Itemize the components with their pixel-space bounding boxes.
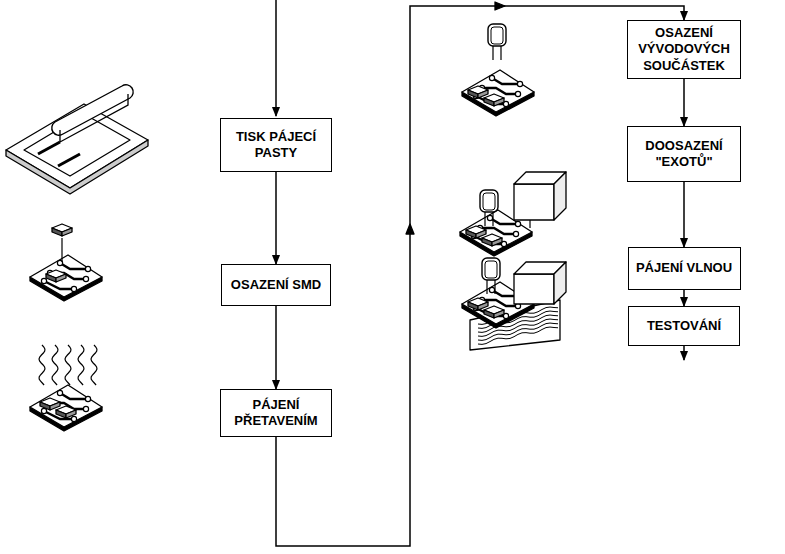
process-box: TISK PÁJECÍ PASTY [220,118,332,172]
smd-chip [40,398,60,410]
flow-arrow [683,290,685,306]
step-label: TISK PÁJECÍ PASTY [227,129,325,162]
smd-chip [482,234,502,246]
pcb-board [30,255,102,301]
process-box: PÁJENÍ PŘETAVENÍM [220,389,332,437]
smd-chip [468,86,488,98]
smd-chip [484,94,504,106]
flow-arrow [683,79,685,126]
step-label: TESTOVÁNÍ [647,318,721,334]
relay-component [514,262,566,304]
smd-chip [52,224,72,236]
process-box: TESTOVÁNÍ [628,306,740,346]
leaded-capacitor [480,190,498,226]
step-label: OSAZENÍ SMD [231,277,321,293]
smd-chip [466,226,486,238]
pcb-board [30,385,102,431]
stencil-printer [6,85,148,194]
flow-arrow [276,6,684,546]
flow-arrow [275,306,277,389]
heat-rays [39,345,97,385]
smd-chip [46,270,66,282]
smd-chip [484,306,504,318]
flow-arrow [275,172,277,264]
leaded-capacitor [488,24,506,60]
step-label: PÁJENÍ VLNOU [636,260,732,276]
step-label: PÁJENÍ PŘETAVENÍM [227,397,325,430]
process-box: OSAZENÍ VÝVODOVÝCH SOUČÁSTEK [627,20,741,79]
step-label: DOOSAZENÍ "EXOTŮ" [634,138,734,171]
smd-chip [56,406,76,418]
flow-arrow [276,0,684,360]
smd-chip [468,298,488,310]
relay-component [514,172,566,220]
flow-arrow [683,182,685,247]
process-box: OSAZENÍ SMD [221,264,331,306]
leaded-capacitor [482,258,500,294]
process-box: PÁJENÍ VLNOU [628,247,741,290]
process-box: DOOSAZENÍ "EXOTŮ" [627,126,741,182]
pcb-board [462,70,534,116]
step-label: OSAZENÍ VÝVODOVÝCH SOUČÁSTEK [634,25,734,74]
